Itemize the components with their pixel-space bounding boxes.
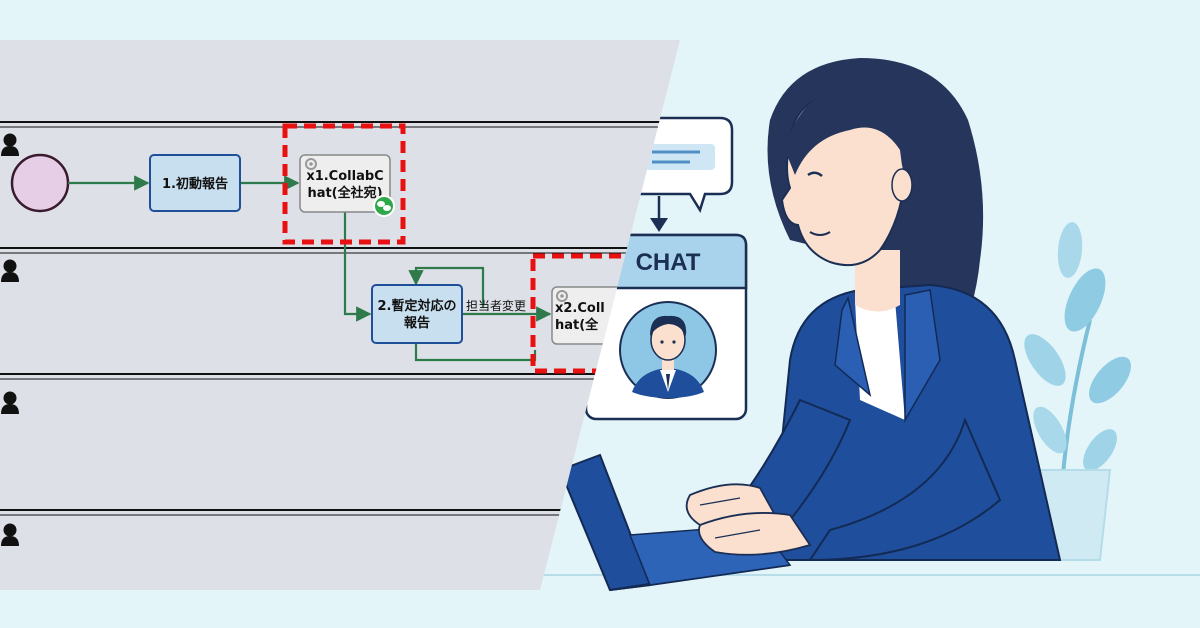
connector-task-collabchat-1[interactable]: x1.CollabC hat(全社宛)	[282, 123, 406, 245]
task-label-line2: 報告	[404, 315, 430, 331]
connector-label-line2: hat(全	[555, 317, 599, 333]
flow-c1-to-t2	[343, 212, 372, 322]
gear-icon	[305, 158, 317, 170]
edge-label-assignee-change: 担当者変更	[466, 298, 526, 313]
person-icon	[1, 523, 19, 546]
arrow-down-icon	[650, 196, 668, 232]
person-icon	[1, 259, 19, 282]
gear-icon	[556, 290, 568, 302]
chat-badge-icon	[373, 195, 395, 217]
person-icon	[1, 391, 19, 414]
task-initial-report[interactable]: 1.初動報告	[149, 154, 241, 212]
diagram-panel: 1.初動報告 x1.CollabC hat(全社宛)	[0, 40, 680, 590]
connector-label-line2: hat(全社宛)	[307, 185, 382, 201]
chat-card-title: CHAT	[636, 249, 701, 276]
woman-typing-illustration	[558, 58, 1062, 592]
illustration: CHAT	[540, 58, 1200, 592]
highlight-box	[282, 123, 406, 245]
flow-loop-top	[408, 266, 485, 308]
task-label: 1.初動報告	[162, 176, 228, 192]
task-label-line1: 2.暫定対応の	[378, 298, 457, 314]
connector-label-line1: x2.Coll	[555, 301, 605, 316]
avatar-man-icon	[619, 301, 717, 399]
connector-label-line1: x1.CollabC	[306, 169, 383, 184]
person-icon	[1, 133, 19, 156]
start-event[interactable]	[10, 153, 70, 213]
task-interim-report[interactable]: 2.暫定対応の 報告	[371, 284, 463, 344]
